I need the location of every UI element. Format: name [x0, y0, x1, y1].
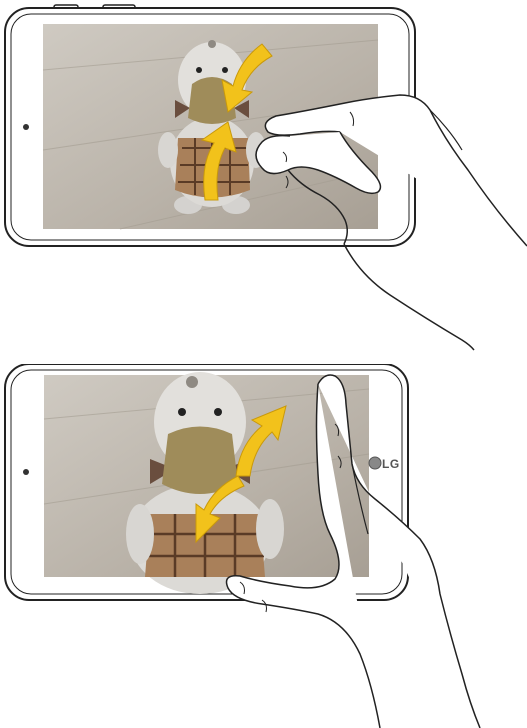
pinch-out-illustration: LG: [0, 364, 527, 728]
brand-logo-icon: [369, 457, 381, 469]
pinch-out-drawing: [0, 364, 527, 728]
front-camera-icon: [23, 469, 29, 475]
pinch-in-illustration: [0, 0, 527, 364]
front-camera-icon: [23, 124, 29, 130]
brand-label: LG: [382, 457, 400, 471]
pinch-in-drawing: [0, 0, 527, 364]
